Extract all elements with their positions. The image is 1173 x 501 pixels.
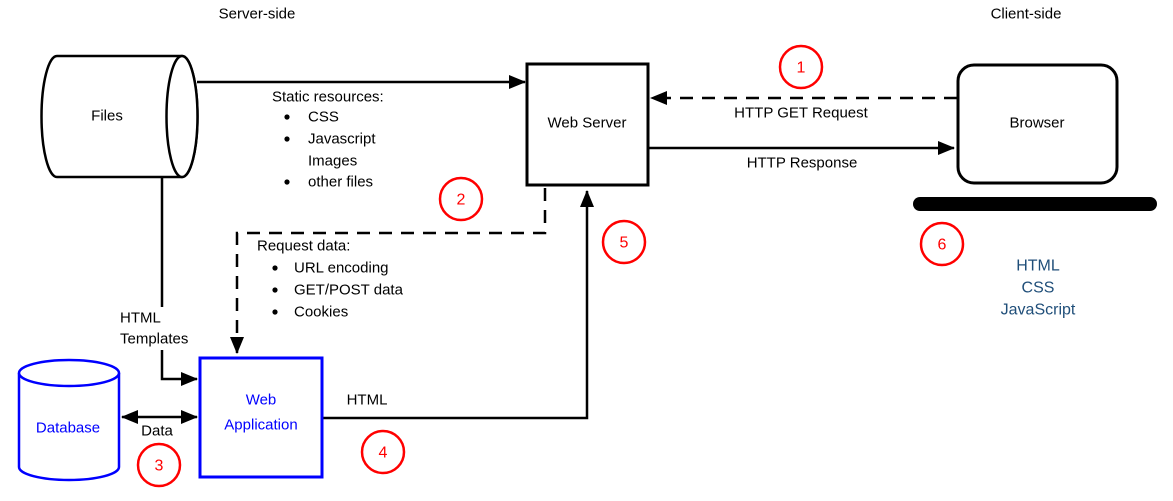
database-node: Database xyxy=(17,358,121,482)
files-cylinder-face xyxy=(165,54,199,179)
web-application-label-line1: Web xyxy=(246,392,277,409)
web-application-box xyxy=(198,356,324,479)
html-templates-arrow xyxy=(160,177,198,386)
browser-box xyxy=(956,63,1119,185)
web-application-label-line2: Application xyxy=(224,417,297,434)
bullet-icon xyxy=(272,309,278,315)
bullet-icon xyxy=(284,179,290,185)
bullet-icon xyxy=(272,287,278,293)
step-number: 4 xyxy=(379,445,388,462)
static-resources-item: other files xyxy=(308,174,373,191)
browser-node: Browser xyxy=(913,63,1157,211)
laptop-base-bar xyxy=(913,197,1157,211)
step-badge-5: 5 xyxy=(601,219,647,265)
html-edge-label: HTML xyxy=(347,392,388,409)
web-server-label: Web Server xyxy=(548,115,627,132)
step-circle xyxy=(360,429,406,475)
web-server-box xyxy=(525,62,650,187)
step-circle xyxy=(601,219,647,265)
step-badge-6: 6 xyxy=(919,221,965,267)
html-to-webserver-arrow xyxy=(322,190,594,420)
static-resources-item: Images xyxy=(308,153,357,170)
static-resources-item: Javascript xyxy=(308,131,376,148)
step-number: 5 xyxy=(620,235,629,252)
request-data-item: GET/POST data xyxy=(294,282,404,299)
step-circle xyxy=(778,44,824,90)
http-get-request-label: HTTP GET Request xyxy=(734,105,868,122)
bullet-icon xyxy=(284,114,290,120)
step-number: 1 xyxy=(797,60,806,77)
client-side-heading: Client-side xyxy=(991,6,1062,23)
step-badge-1: 1 xyxy=(778,44,824,90)
request-data-arrow xyxy=(230,188,547,354)
client-tech-item: JavaScript xyxy=(1001,302,1076,319)
request-data-annotation: Request data: URL encoding GET/POST data… xyxy=(257,238,404,321)
database-cylinder-top xyxy=(17,358,121,388)
http-response-label: HTTP Response xyxy=(747,155,858,172)
request-data-item: URL encoding xyxy=(294,260,389,277)
static-resources-title: Static resources: xyxy=(272,89,384,106)
client-tech-item: CSS xyxy=(1022,280,1055,297)
step-badge-4: 4 xyxy=(360,429,406,475)
bullet-icon xyxy=(272,265,278,271)
web-server-node: Web Server xyxy=(525,62,650,187)
step-circle xyxy=(919,221,965,267)
html-templates-label-background xyxy=(117,307,207,350)
step-circle xyxy=(136,442,182,488)
browser-label: Browser xyxy=(1009,115,1064,132)
static-resources-annotation: Static resources: CSS Javascript Images … xyxy=(272,89,384,191)
html-templates-label-line2: Templates xyxy=(120,331,188,348)
database-label: Database xyxy=(36,420,100,437)
step-number: 3 xyxy=(155,458,164,475)
database-cylinder-body xyxy=(17,373,121,482)
client-tech-list: HTML CSS JavaScript xyxy=(1001,258,1076,319)
step-number: 6 xyxy=(938,237,947,254)
step-badge-3: 3 xyxy=(136,442,182,488)
bullet-icon xyxy=(284,136,290,142)
files-label: Files xyxy=(91,108,123,125)
server-side-heading: Server-side xyxy=(219,6,296,23)
step-circle xyxy=(438,176,484,222)
request-data-item: Cookies xyxy=(294,304,348,321)
static-resources-item: CSS xyxy=(308,109,339,126)
web-application-node: Web Application xyxy=(198,356,324,479)
step-badge-2: 2 xyxy=(438,176,484,222)
client-tech-item: HTML xyxy=(1016,258,1060,275)
data-label: Data xyxy=(141,423,173,440)
files-node: Files xyxy=(40,54,199,179)
step-number: 2 xyxy=(457,192,466,209)
request-data-title: Request data: xyxy=(257,238,350,255)
html-templates-label-line1: HTML xyxy=(120,310,161,327)
